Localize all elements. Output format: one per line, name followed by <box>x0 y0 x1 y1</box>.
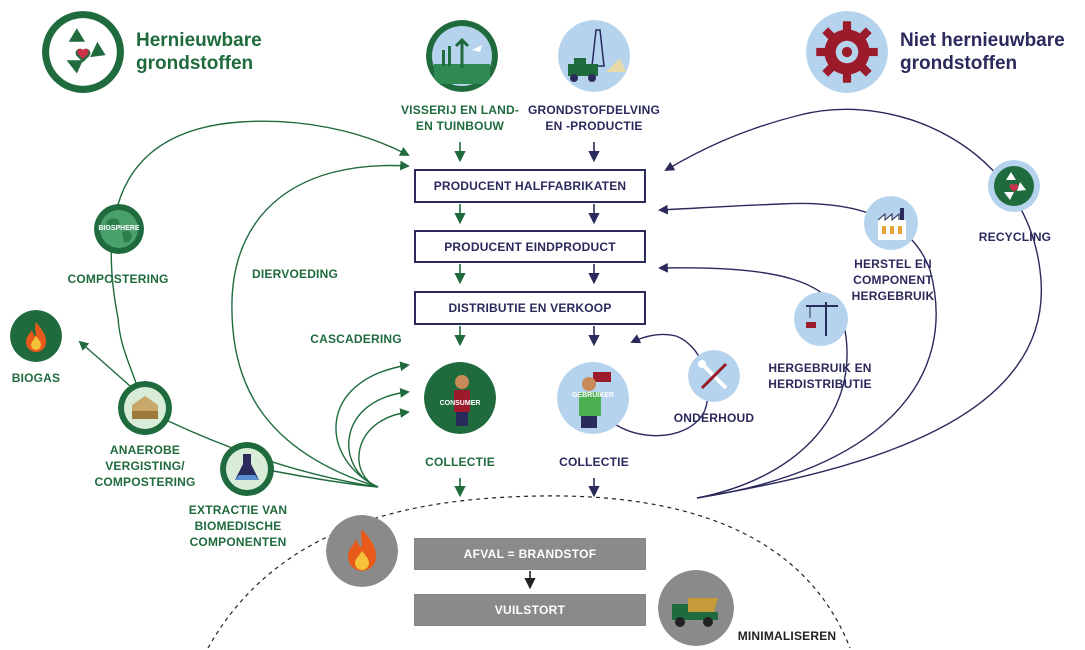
minimise-label: MINIMALISEREN <box>737 629 837 643</box>
recycle-heart-icon <box>42 11 124 93</box>
mining-truck-icon <box>558 20 630 92</box>
compost-box-icon <box>118 381 172 435</box>
renewable-title-line1: Hernieuwbare <box>136 30 262 51</box>
worker-person-icon <box>557 362 629 434</box>
box-waste-is-fuel: AFVAL = BRANDSTOF <box>414 538 646 570</box>
non-renewable-title-line2: grondstoffen <box>900 53 1018 74</box>
biogas-circle <box>10 310 62 362</box>
extraction-label-line1: EXTRACTIE VAN <box>188 503 288 517</box>
recycling-circle <box>988 160 1040 212</box>
gear-icon <box>806 11 888 93</box>
biogas-label: BIOGAS <box>11 371 61 385</box>
tools-icon <box>688 350 740 402</box>
fishing-farm-icon <box>426 20 498 92</box>
repair-label-line2: COMPONENT <box>853 273 933 287</box>
fishing-label-line2: EN TUINBOUW <box>415 119 505 133</box>
reuse-label-line2: HERDISTRIBUTIE <box>768 377 872 391</box>
flask-icon <box>220 442 274 496</box>
renewable-icon-circle <box>42 11 124 93</box>
non-renewable-title-line1: Niet hernieuwbare <box>900 30 1065 51</box>
anaerobic-label-line3: COMPOSTERING <box>94 475 196 489</box>
feed-label: DIERVOEDING <box>252 267 338 281</box>
user-circle: GEBRUIKER <box>557 362 629 434</box>
user-text: GEBRUIKER <box>571 392 614 399</box>
box-producer-end-product: PRODUCENT EINDPRODUCT <box>414 230 646 263</box>
recycle-heart-icon <box>988 160 1040 212</box>
non-renewable-icon-circle <box>806 11 888 93</box>
consumer-circle: CONSUMER <box>424 362 496 434</box>
minimise-circle <box>658 570 734 646</box>
globe-icon <box>94 204 144 254</box>
maintenance-label: ONDERHOUD <box>673 411 755 425</box>
repair-label-line3: HERGEBRUIK <box>851 289 935 303</box>
anaerobic-circle <box>118 381 172 435</box>
collect-left-label: COLLECTIE <box>425 455 495 469</box>
renewable-title-line2: grondstoffen <box>136 53 254 74</box>
anaerobic-label-line1: ANAEROBE <box>109 443 181 457</box>
green-loops <box>78 120 410 488</box>
factory-icon <box>864 196 918 250</box>
recycling-label: RECYCLING <box>978 230 1052 244</box>
cascading-label: CASCADERING <box>310 332 402 346</box>
composting-label: COMPOSTERING <box>67 272 169 286</box>
repair-circle <box>864 196 918 250</box>
fishing-farming-circle <box>426 20 498 92</box>
consumer-person-icon <box>424 362 496 434</box>
extraction-label-line3: COMPONENTEN <box>189 535 287 549</box>
mining-circle <box>558 20 630 92</box>
fishing-label-line1: VISSERIJ EN LAND- <box>400 103 520 117</box>
box-distribution-sales: DISTRIBUTIE EN VERKOOP <box>414 291 646 325</box>
repair-label-line1: HERSTEL EN <box>854 257 932 271</box>
collect-right-label: COLLECTIE <box>559 455 629 469</box>
anaerobic-label-line2: VERGISTING/ <box>105 459 185 473</box>
extraction-label-line2: BIOMEDISCHE <box>194 519 282 533</box>
box-producer-semi-finished: PRODUCENT HALFFABRIKATEN <box>414 169 646 203</box>
biosphere-text: BIOSPHERE <box>98 225 140 232</box>
fire-icon <box>326 515 398 587</box>
maintenance-circle <box>688 350 740 402</box>
mining-label-line2: EN -PRODUCTIE <box>545 119 643 133</box>
dump-truck-icon <box>658 570 734 646</box>
reuse-label-line1: HERGEBRUIK EN <box>768 361 872 375</box>
reuse-circle <box>794 292 848 346</box>
crane-icon <box>794 292 848 346</box>
mining-label-line1: GRONDSTOFDELVING <box>527 103 661 117</box>
extraction-circle <box>220 442 274 496</box>
fire-circle <box>326 515 398 587</box>
consumer-text: CONSUMER <box>439 400 481 407</box>
box-landfill: VUILSTORT <box>414 594 646 626</box>
biosphere-circle: BIOSPHERE <box>94 204 144 254</box>
flame-icon <box>10 310 62 362</box>
